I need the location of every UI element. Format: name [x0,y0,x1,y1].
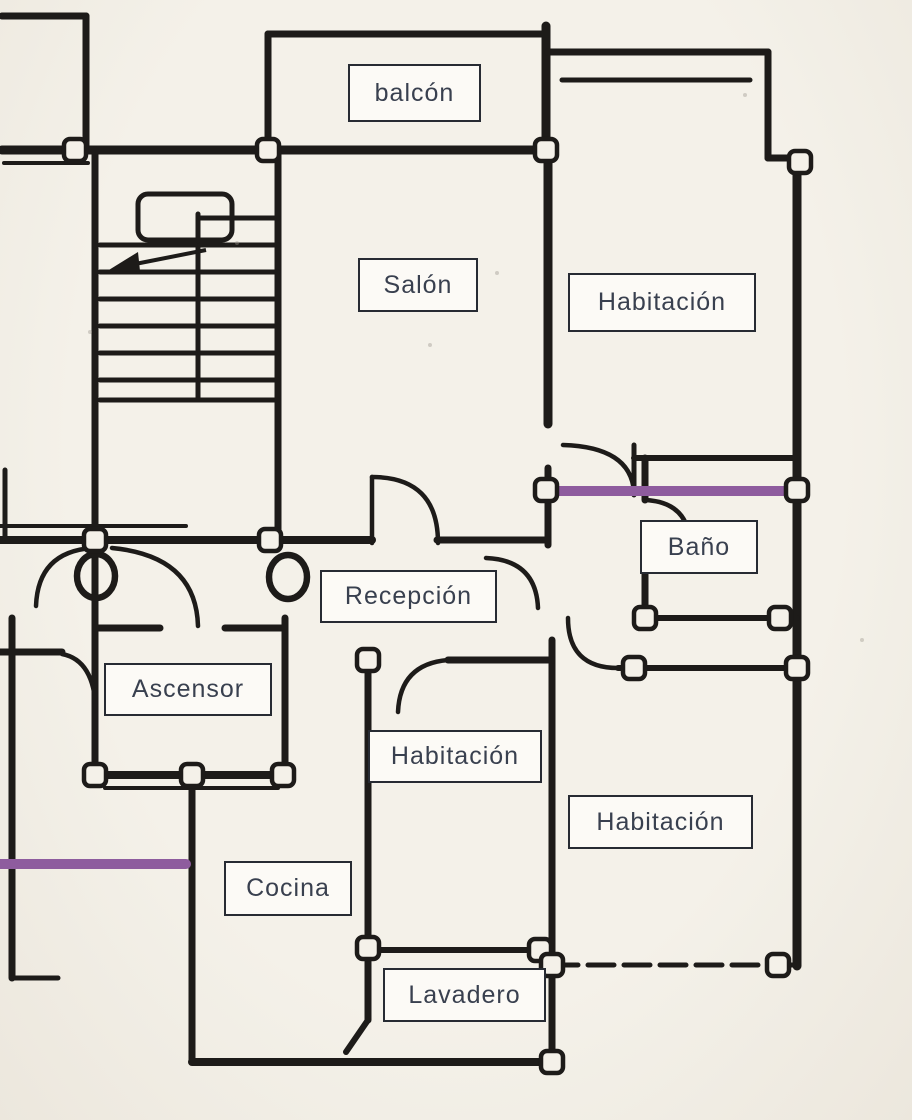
room-label-habitacion-superior: Habitación [568,273,756,332]
door-circles [73,550,311,603]
room-label-habitacion-inferior: Habitación [568,795,753,849]
stair-direction-arrow [104,248,207,273]
staircase [97,191,281,403]
room-label-bano: Baño [640,520,758,574]
room-label-cocina: Cocina [224,861,352,916]
wall-junction-nodes [61,136,814,1076]
room-label-balcon: balcón [348,64,481,122]
room-label-salon: Salón [358,258,478,312]
room-label-habitacion-central: Habitación [368,730,542,783]
room-label-ascensor: Ascensor [104,663,272,716]
room-label-recepcion: Recepción [320,570,497,623]
walls [0,12,810,1066]
room-label-lavadero: Lavadero [383,968,546,1022]
paper-specks [88,93,864,642]
purple-wall-markings [0,486,800,869]
